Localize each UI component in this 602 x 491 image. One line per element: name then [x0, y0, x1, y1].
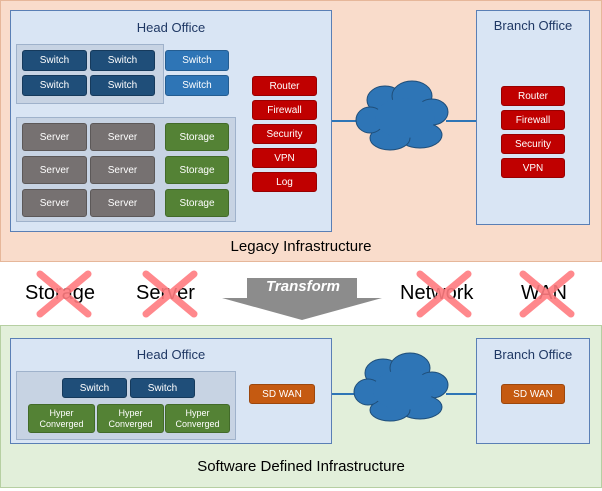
legacy-server: Server — [90, 123, 155, 151]
cross-storage-b — [36, 270, 92, 318]
legacy-branch-office-title: Branch Office — [493, 18, 573, 33]
legacy-server: Server — [22, 189, 87, 217]
transform-label: Transform — [266, 278, 340, 295]
legacy-switch: Switch — [165, 75, 229, 96]
legacy-switch: Switch — [90, 75, 155, 96]
branch-vpn: VPN — [501, 158, 565, 178]
legacy-title: Legacy Infrastructure — [230, 238, 372, 255]
legacy-storage: Storage — [165, 156, 229, 184]
legacy-server: Server — [22, 123, 87, 151]
sdi-hyper-converged: Hyper Converged — [97, 404, 164, 433]
sdi-head-sdwan: SD WAN — [249, 384, 315, 404]
cross-network-b — [416, 270, 472, 318]
cross-wan-b — [519, 270, 575, 318]
sdi-switch: Switch — [62, 378, 127, 398]
branch-security: Security — [501, 134, 565, 154]
legacy-firewall: Firewall — [252, 100, 317, 120]
legacy-security: Security — [252, 124, 317, 144]
legacy-vpn: VPN — [252, 148, 317, 168]
legacy-switch: Switch — [90, 50, 155, 71]
sdi-hyper-converged: Hyper Converged — [165, 404, 230, 433]
sdi-title: Software Defined Infrastructure — [197, 458, 405, 475]
branch-firewall: Firewall — [501, 110, 565, 130]
sdi-branch-sdwan: SD WAN — [501, 384, 565, 404]
legacy-log: Log — [252, 172, 317, 192]
legacy-head-office-title: Head Office — [136, 20, 206, 35]
legacy-cloud-icon — [355, 80, 449, 151]
legacy-switch: Switch — [22, 50, 87, 71]
legacy-server: Server — [90, 156, 155, 184]
legacy-router: Router — [252, 76, 317, 96]
legacy-switch: Switch — [22, 75, 87, 96]
transform-arrow — [222, 278, 382, 320]
legacy-storage: Storage — [165, 123, 229, 151]
legacy-server: Server — [90, 189, 155, 217]
legacy-storage: Storage — [165, 189, 229, 217]
legacy-switch: Switch — [165, 50, 229, 71]
legacy-server: Server — [22, 156, 87, 184]
sdi-cloud-icon — [353, 352, 449, 422]
sdi-switch: Switch — [130, 378, 195, 398]
branch-router: Router — [501, 86, 565, 106]
cross-server-b — [142, 270, 198, 318]
sdi-hyper-converged: Hyper Converged — [28, 404, 95, 433]
